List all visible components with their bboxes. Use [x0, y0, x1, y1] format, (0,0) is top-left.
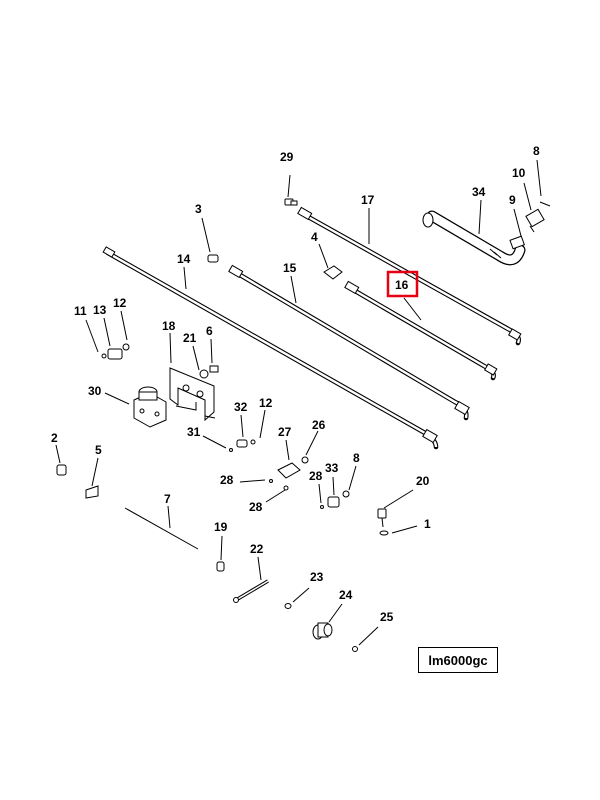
- highlight-box: [386, 270, 419, 298]
- bracket-18[interactable]: [169, 367, 216, 422]
- callout-2[interactable]: 2: [51, 431, 58, 445]
- callout-15[interactable]: 15: [283, 261, 297, 275]
- tube-14[interactable]: [102, 246, 439, 450]
- clamp-5[interactable]: [85, 485, 99, 499]
- callout-23[interactable]: 23: [310, 570, 324, 584]
- callout-17[interactable]: 17: [361, 193, 375, 207]
- callout-14[interactable]: 14: [177, 252, 191, 266]
- callout-28-left[interactable]: 28: [220, 473, 234, 487]
- callout-12-mid[interactable]: 12: [259, 396, 273, 410]
- callout-12-top[interactable]: 12: [113, 296, 127, 310]
- callout-28-mid[interactable]: 28: [309, 469, 323, 483]
- callout-33[interactable]: 33: [325, 461, 339, 475]
- callout-13[interactable]: 13: [93, 303, 107, 317]
- callout-labels: 29 17 3 4 14 15 16 34 9 10 8 11 13 12 18…: [51, 144, 540, 624]
- callout-11[interactable]: 11: [74, 304, 87, 318]
- fitting-9[interactable]: [509, 235, 525, 250]
- hose-34[interactable]: [422, 210, 526, 266]
- callout-5[interactable]: 5: [95, 443, 102, 457]
- bolt-22[interactable]: [233, 579, 269, 603]
- callout-29[interactable]: 29: [280, 150, 294, 164]
- callout-10[interactable]: 10: [512, 166, 526, 180]
- valve-30[interactable]: [133, 386, 167, 428]
- fitting-11-13[interactable]: [101, 343, 130, 360]
- callout-32[interactable]: 32: [234, 400, 248, 414]
- callout-8-mid[interactable]: 8: [353, 451, 360, 465]
- callout-20[interactable]: 20: [416, 474, 430, 488]
- callout-18[interactable]: 18: [162, 319, 176, 333]
- callout-22[interactable]: 22: [250, 542, 264, 556]
- tube-17[interactable]: [297, 206, 522, 346]
- nut-23[interactable]: [284, 603, 292, 609]
- callout-4[interactable]: 4: [311, 230, 318, 244]
- callout-6[interactable]: 6: [206, 324, 213, 338]
- fitting-4[interactable]: [323, 265, 343, 280]
- callout-8-top[interactable]: 8: [533, 144, 540, 158]
- callout-31[interactable]: 31: [187, 425, 201, 439]
- part-2[interactable]: [56, 464, 67, 476]
- callout-1[interactable]: 1: [424, 517, 431, 531]
- leader-lines: [55, 159, 542, 646]
- nut-25[interactable]: [352, 646, 358, 652]
- tube-16[interactable]: [344, 280, 498, 381]
- fitting-31-32[interactable]: [229, 439, 256, 452]
- callout-21[interactable]: 21: [183, 331, 197, 345]
- fitting-3[interactable]: [207, 254, 219, 263]
- rod-7[interactable]: [124, 507, 199, 550]
- callout-16[interactable]: 16: [395, 278, 409, 292]
- fitting-19[interactable]: [216, 561, 225, 572]
- callout-26[interactable]: 26: [312, 418, 326, 432]
- callout-9[interactable]: 9: [509, 193, 516, 207]
- clip-8-top[interactable]: [539, 201, 551, 207]
- tube-15[interactable]: [228, 264, 470, 421]
- fitting-21-6[interactable]: [199, 365, 219, 379]
- callout-19[interactable]: 19: [214, 520, 228, 534]
- callout-25[interactable]: 25: [380, 610, 394, 624]
- callout-24[interactable]: 24: [339, 588, 353, 602]
- callout-34[interactable]: 34: [472, 185, 486, 199]
- fitting-33[interactable]: [320, 490, 350, 509]
- spacer-24[interactable]: [312, 622, 333, 640]
- fitting-29[interactable]: [284, 198, 298, 206]
- callout-7[interactable]: 7: [164, 492, 171, 506]
- callout-30[interactable]: 30: [88, 384, 102, 398]
- callout-27[interactable]: 27: [278, 425, 292, 439]
- fitting-10[interactable]: [525, 208, 545, 233]
- callout-28-low[interactable]: 28: [249, 500, 263, 514]
- callout-3[interactable]: 3: [195, 202, 202, 216]
- tee-27[interactable]: [269, 456, 309, 491]
- fitting-20[interactable]: [377, 508, 389, 536]
- diagram-code-label: lm6000gc: [418, 647, 498, 673]
